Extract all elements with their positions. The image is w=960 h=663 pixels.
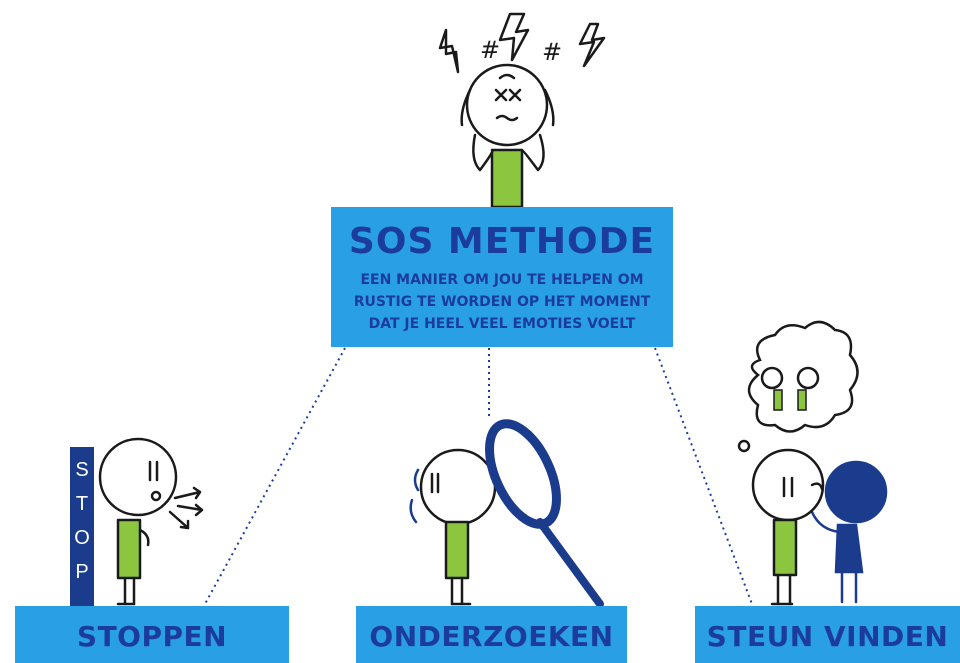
step-onderzoeken-box: ONDERZOEKEN <box>356 606 627 663</box>
connector-steun <box>654 347 753 605</box>
stop-letter: S <box>75 459 89 481</box>
frustration-symbol: # <box>480 36 500 64</box>
step-label: STOPPEN <box>76 620 228 653</box>
step-steun-vinden-box: STEUN VINDEN <box>695 606 960 663</box>
lightning-icon <box>438 28 460 74</box>
step-stoppen-box: STOPPEN <box>15 606 289 663</box>
sos-methode-box: SOS METHODE EEN MANIER OM JOU TE HELPEN … <box>331 207 673 347</box>
stop-sign: S T O P <box>70 447 94 607</box>
supporter-figure <box>810 460 888 604</box>
connector-stoppen <box>204 347 346 605</box>
step-label: ONDERZOEKEN <box>369 620 614 653</box>
description-line: DAT JE HEEL VEEL EMOTIES VOELT <box>368 316 636 332</box>
step-label: STEUN VINDEN <box>706 620 949 653</box>
stoppen-figure <box>98 437 204 606</box>
stop-letter: P <box>75 561 89 583</box>
stop-letter: T <box>75 493 89 515</box>
frustration-symbol: # <box>542 38 562 66</box>
stop-letter: O <box>74 527 90 549</box>
lightning-icon <box>578 22 606 68</box>
description-line: RUSTIG TE WORDEN OP HET MOMENT <box>353 294 651 310</box>
description-line: EEN MANIER OM JOU TE HELPEN OM <box>360 272 644 288</box>
steun-figure <box>751 448 825 606</box>
stressed-figure <box>438 12 606 209</box>
page-title: SOS METHODE <box>348 221 656 262</box>
description: EEN MANIER OM JOU TE HELPEN OM RUSTIG TE… <box>351 269 653 335</box>
thought-cloud <box>737 320 859 453</box>
magnifier-icon <box>485 419 604 608</box>
onderzoeken-figure <box>409 448 497 606</box>
lightning-icon <box>498 12 530 62</box>
